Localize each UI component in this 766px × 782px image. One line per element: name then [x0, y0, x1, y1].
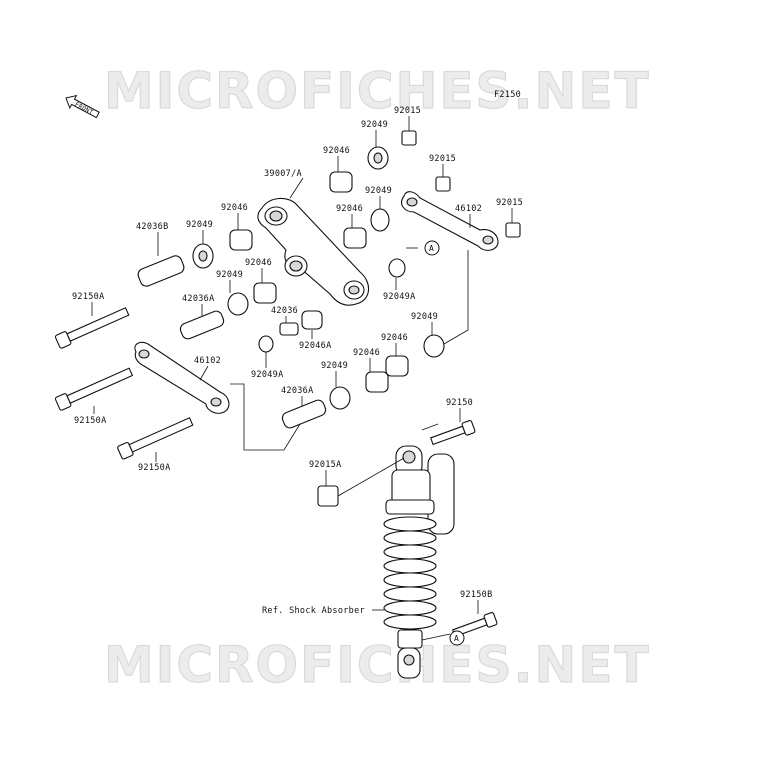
front-arrow-icon: FRONT — [65, 94, 100, 119]
part-label: 92150B — [460, 590, 493, 600]
front-label: FRONT — [74, 101, 95, 116]
diagram-code: F2150 — [494, 90, 521, 100]
svg-text:A: A — [429, 244, 434, 253]
part-label: 92015 — [394, 106, 421, 116]
tie-rod-upper — [401, 191, 499, 251]
part-label: 46102 — [194, 356, 221, 366]
part-label: 92150A — [74, 416, 107, 426]
part-label: 92046 — [221, 203, 248, 213]
part-label: 42036B — [136, 222, 169, 232]
part-label: 92015 — [429, 154, 456, 164]
shock-absorber — [383, 445, 455, 679]
svg-text:A: A — [454, 634, 459, 643]
part-label: 42036A — [182, 294, 215, 304]
part-label: 92046 — [336, 204, 363, 214]
part-label: 92049 — [411, 312, 438, 322]
part-label: 92046 — [381, 333, 408, 343]
bushings — [137, 130, 521, 507]
part-label: 92049 — [365, 186, 392, 196]
part-label: 92150A — [72, 292, 105, 302]
watermark-bottom: MICROFICHES.NET — [104, 636, 651, 694]
part-label: 92150A — [138, 463, 171, 473]
ref-marker-a-upper: A — [424, 240, 440, 256]
part-label: 92015A — [309, 460, 342, 470]
part-label: 92049 — [321, 361, 348, 371]
part-label: 92015 — [496, 198, 523, 208]
ref-marker-a-lower: A — [449, 630, 465, 646]
part-label: 92049A — [251, 370, 284, 380]
part-label: 39007/A — [264, 169, 302, 179]
part-label: 92046 — [245, 258, 272, 268]
part-labels: 92015 92049 92046 39007/A 92015 92049 92… — [72, 106, 523, 600]
part-label: 42036A — [281, 386, 314, 396]
part-label: 92049 — [216, 270, 243, 280]
leader-lines — [91, 116, 513, 641]
shock-spring — [383, 516, 437, 630]
part-label: 92046A — [299, 341, 332, 351]
shock-absorber-label: Ref. Shock Absorber — [262, 606, 365, 616]
rocker-arm — [257, 197, 370, 306]
part-label: 92049 — [186, 220, 213, 230]
part-label: 92049 — [361, 120, 388, 130]
part-label: 92049A — [383, 292, 416, 302]
part-label: 92046 — [323, 146, 350, 156]
watermark-top: MICROFICHES.NET — [104, 62, 651, 120]
part-label: 92150 — [446, 398, 473, 408]
part-label: 46102 — [455, 204, 482, 214]
tie-rod-lower — [134, 341, 230, 414]
part-label: 92046 — [353, 348, 380, 358]
bolts — [54, 307, 498, 638]
part-label: 42036 — [271, 306, 298, 316]
